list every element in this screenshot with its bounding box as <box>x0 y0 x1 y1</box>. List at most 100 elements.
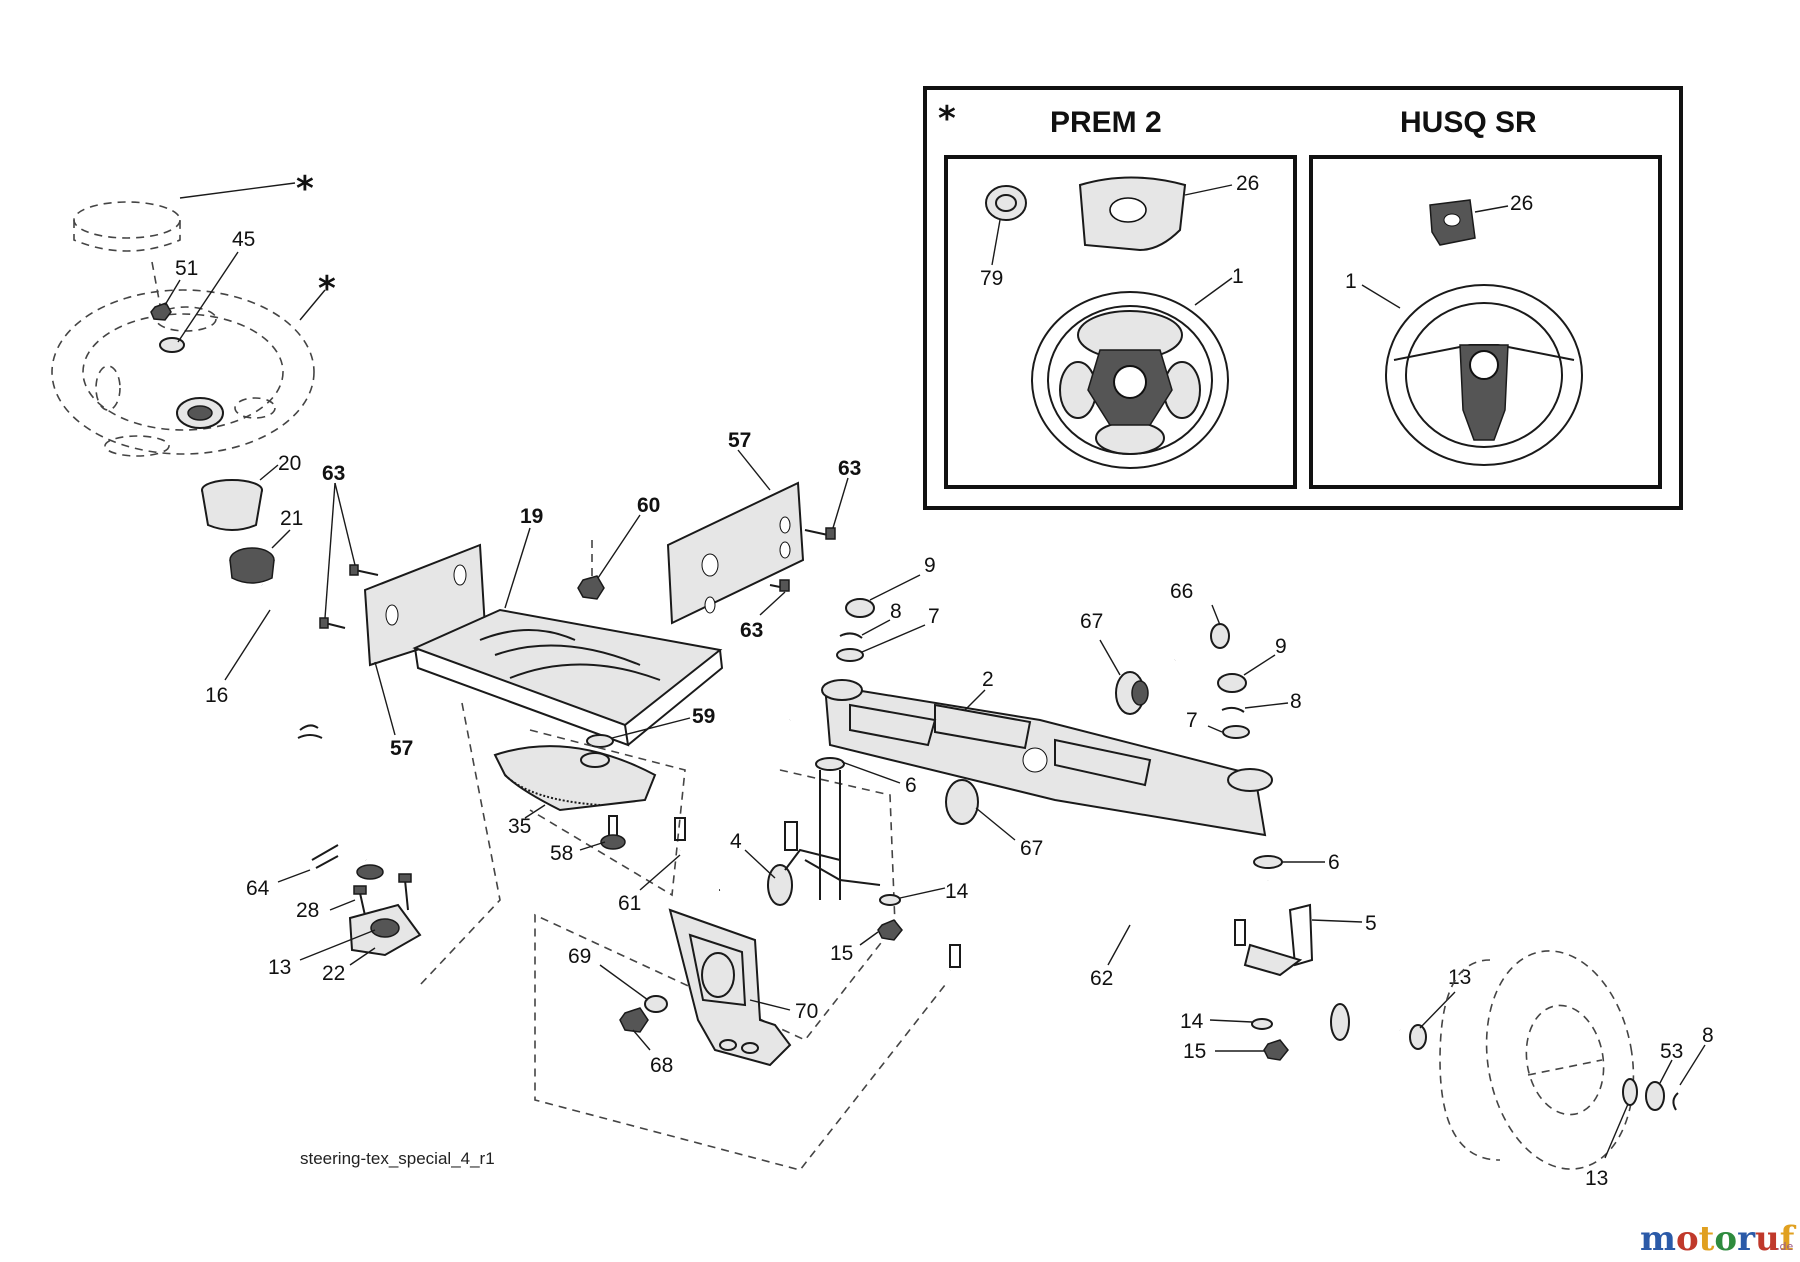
washer-14-right-icon <box>1251 1018 1273 1030</box>
label-63-lower: 63 <box>740 619 763 642</box>
washer-13-outer-icon <box>1622 1078 1638 1106</box>
label-15-right: 15 <box>1183 1040 1206 1063</box>
label-2: 2 <box>982 668 994 691</box>
front-wheel-dashed <box>1439 950 1635 1170</box>
spindle-5-icon <box>1243 879 1401 1041</box>
label-20: 20 <box>278 452 301 475</box>
horn-cap-dashed <box>73 220 181 252</box>
label-7-right: 7 <box>1186 709 1198 732</box>
label-21: 21 <box>280 507 303 530</box>
cap-9-left-icon <box>845 598 875 618</box>
bracket-19-icon <box>363 543 724 747</box>
washer-45-icon <box>159 337 185 353</box>
watermark: motoruf .de <box>1640 1219 1797 1259</box>
inset-right-box <box>1309 155 1662 489</box>
label-58: 58 <box>550 842 573 865</box>
inset-marker: * <box>938 99 956 139</box>
bushing-6-left-icon <box>815 757 845 771</box>
label-1-left: 1 <box>1232 265 1244 288</box>
nut-15-left-icon <box>877 919 903 941</box>
steering-wheel-husq-sr-icon <box>1385 284 1583 466</box>
label-9-right: 9 <box>1275 635 1287 658</box>
inset-title-prem2: PREM 2 <box>1050 106 1162 139</box>
label-68: 68 <box>650 1054 673 1077</box>
spacer-67-lower-icon <box>945 779 979 825</box>
label-6-right: 6 <box>1328 851 1340 874</box>
arm-4-icon <box>719 821 881 906</box>
nut-15-right-icon <box>1263 1039 1289 1061</box>
cap-9-right-icon <box>1217 673 1247 693</box>
tie-rod-62-icon <box>948 911 1246 973</box>
label-5: 5 <box>1365 912 1377 935</box>
nut-51-icon <box>150 302 172 321</box>
nut-68-icon <box>619 1007 649 1033</box>
label-13-left: 13 <box>268 956 291 979</box>
inset-title-husq-sr: HUSQ SR <box>1400 106 1537 139</box>
label-57-bottom: 57 <box>390 737 413 760</box>
bolt-58-icon <box>600 815 626 850</box>
label-4: 4 <box>730 830 742 853</box>
label-8-left: 8 <box>890 600 902 623</box>
clip-8-left-icon <box>839 632 863 639</box>
label-67-lower: 67 <box>1020 837 1043 860</box>
clip-8-right-icon <box>1221 706 1245 713</box>
label-53: 53 <box>1660 1040 1683 1063</box>
washer-53-icon <box>1645 1081 1665 1111</box>
label-28: 28 <box>296 899 319 922</box>
inset-panel: * PREM 2 HUSQ SR 79 26 1 <box>923 86 1683 510</box>
label-14-right: 14 <box>1180 1010 1204 1033</box>
label-63-left: 63 <box>322 462 345 485</box>
label-6-left: 6 <box>905 774 917 797</box>
pin-64-icon <box>311 844 339 869</box>
bearing-13-icon <box>370 918 400 938</box>
label-69: 69 <box>568 945 591 968</box>
steering-wheel-dashed: * * 51 45 <box>51 169 336 457</box>
bushing-20-icon <box>201 479 263 531</box>
label-59: 59 <box>692 705 715 728</box>
bolts-63-left-icon <box>319 564 379 629</box>
label-60: 60 <box>637 494 660 517</box>
washer-7-left-icon <box>836 648 864 662</box>
watermark-suffix: .de <box>1776 1240 1793 1253</box>
label-13-outer: 13 <box>1585 1167 1608 1190</box>
steering-shaft-16 <box>258 583 384 880</box>
washer-13-hub-icon <box>1409 1024 1427 1050</box>
label-62: 62 <box>1090 967 1113 990</box>
label-51: 51 <box>175 257 198 280</box>
bolt-63-upper-icon <box>804 529 829 536</box>
nut-60-icon <box>577 575 605 600</box>
bushing-6-right-icon <box>1253 855 1283 869</box>
star-marker-wheel: * <box>318 269 336 309</box>
label-26-right: 26 <box>1510 192 1533 215</box>
washer-7-right-icon <box>1222 725 1250 739</box>
label-15-left: 15 <box>830 942 853 965</box>
bolt-66-icon <box>1173 623 1230 663</box>
washer-14-left-icon <box>879 894 901 906</box>
label-79: 79 <box>980 267 1003 290</box>
watermark-name: motoruf <box>1640 1219 1797 1259</box>
label-19: 19 <box>520 505 543 528</box>
label-45: 45 <box>232 228 255 251</box>
bracket-70-icon <box>668 908 792 1067</box>
label-14-left: 14 <box>945 880 969 903</box>
label-9-left: 9 <box>924 554 936 577</box>
gear-21-icon <box>229 547 275 584</box>
label-70: 70 <box>795 1000 818 1023</box>
steering-wheel-prem2-icon <box>1031 291 1229 469</box>
label-64: 64 <box>246 877 270 900</box>
label-8-wheel: 8 <box>1702 1024 1714 1047</box>
label-63-upper: 63 <box>838 457 861 480</box>
label-1-right: 1 <box>1345 270 1357 293</box>
label-22: 22 <box>322 962 345 985</box>
label-7-left: 7 <box>928 605 940 628</box>
label-26-left: 26 <box>1236 172 1259 195</box>
star-marker-cap: * <box>296 169 314 209</box>
clip-8-wheel-icon <box>1672 1092 1679 1111</box>
label-8-right: 8 <box>1290 690 1302 713</box>
sector-gear-35-icon <box>493 745 657 812</box>
diagram-caption: steering-tex_special_4_r1 <box>300 1149 495 1168</box>
label-57-top: 57 <box>728 429 751 452</box>
front-axle-2-icon <box>821 679 1273 837</box>
